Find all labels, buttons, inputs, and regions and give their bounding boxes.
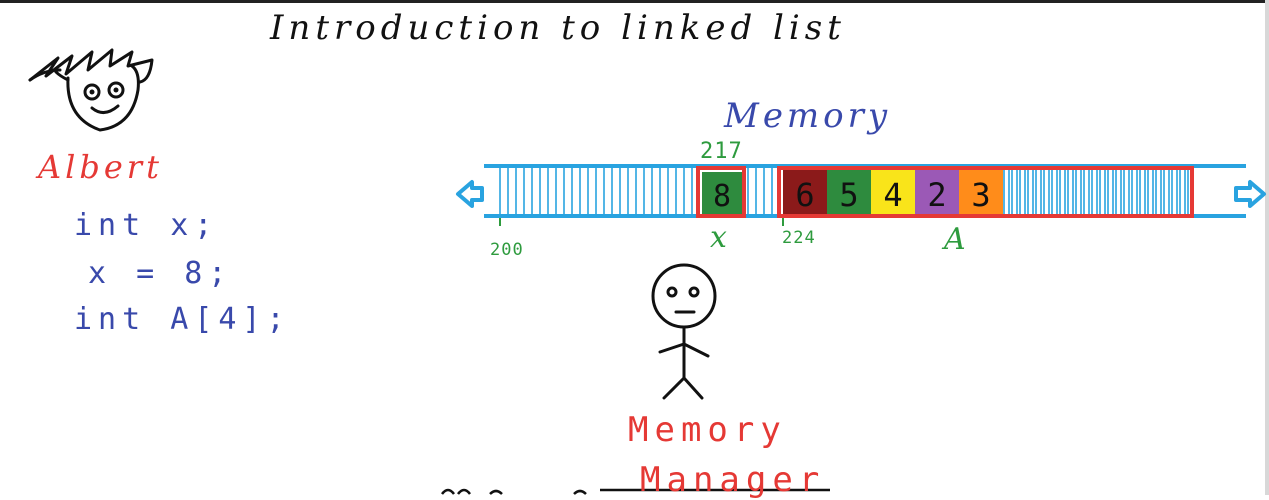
manager-label-line2: Manager (640, 460, 826, 500)
albert-eyes (89, 87, 119, 95)
page-title: Introduction to linked list (270, 8, 846, 48)
start-address: 200 (490, 240, 524, 260)
top-border (0, 0, 1269, 3)
array-highlight-box (777, 166, 1194, 218)
array-cell-value: 5 (839, 176, 858, 214)
x-cell-value: 8 (713, 179, 731, 214)
x-variable-label: x (710, 220, 727, 255)
x-cell (696, 166, 746, 218)
array-cell-value: 4 (883, 176, 902, 214)
memory-manager-figure (651, 263, 717, 400)
albert-head-icon (28, 48, 154, 132)
array-cell-value: 6 (795, 176, 814, 214)
array-cell (959, 170, 1003, 214)
bottom-scribble (441, 488, 830, 495)
manager-label-line1: Memory (628, 410, 787, 450)
code-line-3: int A[4]; (74, 302, 291, 337)
a-variable-label: A (944, 222, 966, 257)
x-address: 217 (700, 139, 743, 164)
scroll-edge (1265, 0, 1269, 495)
code-line-2: x = 8; (88, 256, 233, 291)
right-arrow-icon (1234, 180, 1266, 208)
left-arrow-icon (456, 180, 484, 208)
array-cell (783, 170, 827, 214)
array-cell-value: 2 (927, 176, 946, 214)
array-cell-value: 3 (971, 176, 990, 214)
array-cell (871, 170, 915, 214)
code-line-1: int x; (74, 208, 219, 243)
array-cell (827, 170, 871, 214)
memory-label: Memory (724, 96, 892, 136)
albert-name: Albert (38, 148, 163, 186)
array-cell (915, 170, 959, 214)
a-address: 224 (782, 228, 816, 248)
